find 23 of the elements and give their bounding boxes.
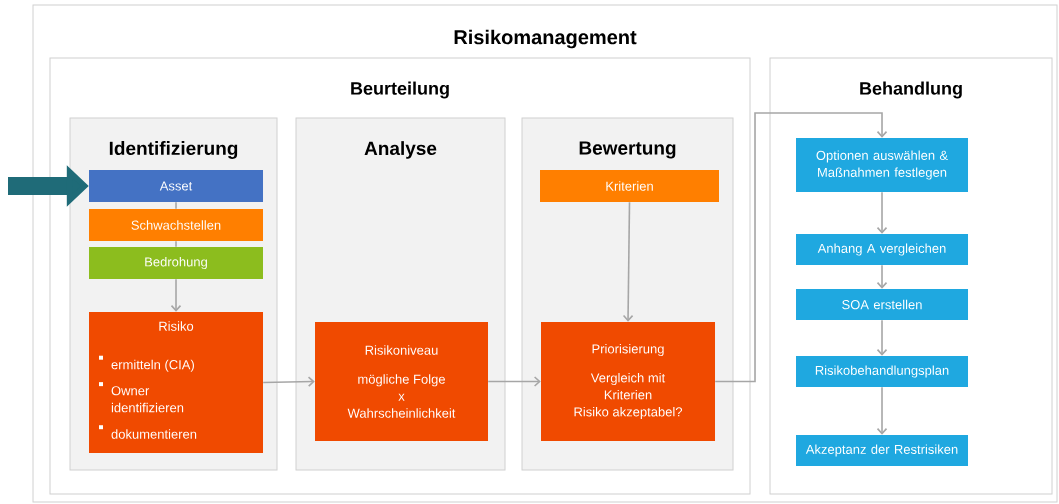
connector-line [175, 201, 177, 210]
process-box: Optionen auswählen & Maßnahmen festlegen [796, 138, 968, 192]
arrow [876, 319, 888, 356]
process-box: Priorisierung Vergleich mit Kriterien Risiko akzeptabel? [541, 322, 715, 441]
arrow [876, 386, 888, 435]
process-box: Risiko ermitteln (CIA) Owner identifizieren dokumentieren [89, 312, 263, 453]
process-box: Akzeptanz der Restrisiken [796, 435, 968, 466]
arrow [262, 376, 315, 387]
arrow [170, 278, 182, 312]
arrow [876, 191, 888, 234]
process-box: Risikobehandlungsplan [796, 356, 968, 387]
process-box: Bedrohung [89, 247, 263, 279]
process-box: SOA erstellen [796, 289, 968, 320]
process-box: Anhang A vergleichen [796, 234, 968, 265]
arrow [876, 264, 888, 289]
process-box: Asset [89, 170, 263, 202]
arrow [622, 201, 634, 322]
connector-line [175, 240, 177, 248]
process-box: Kriterien [540, 170, 719, 202]
arrow [487, 376, 541, 387]
process-box: Schwachstellen [89, 209, 263, 241]
arrow [714, 112, 888, 383]
process-box: Risikoniveau mögliche Folge x Wahrscheinlichkeit [315, 322, 488, 441]
